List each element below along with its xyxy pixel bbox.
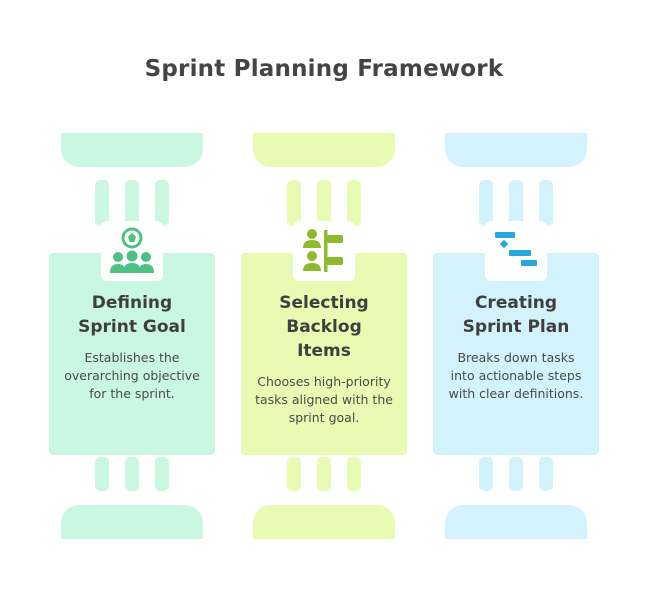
step-title: Selecting Backlog Items bbox=[279, 293, 369, 361]
framework-step-selecting-backlog-items: Selecting Backlog Items Chooses high-pri… bbox=[241, 0, 407, 612]
step-description: Chooses high-priority tasks aligned with… bbox=[255, 374, 393, 425]
step-description: Breaks down tasks into actionable steps … bbox=[448, 350, 584, 401]
gantt-chart-icon bbox=[485, 221, 547, 281]
column-pillar bbox=[539, 457, 553, 491]
column-pillar bbox=[125, 457, 139, 491]
column-pillar bbox=[287, 457, 301, 491]
column-pillar bbox=[347, 457, 361, 491]
column-pillar bbox=[347, 180, 361, 226]
column-pillar bbox=[539, 180, 553, 226]
column-pillar bbox=[95, 457, 109, 491]
step-card bbox=[241, 253, 407, 455]
column-bottom-cap bbox=[61, 505, 203, 539]
column-pillar bbox=[287, 180, 301, 226]
framework-step-defining-sprint-goal: Defining Sprint Goal Establishes the ove… bbox=[49, 0, 215, 612]
page-title: Sprint Planning Framework bbox=[144, 56, 504, 82]
column-top-cap bbox=[253, 133, 395, 167]
column-bottom-cap bbox=[445, 505, 587, 539]
column-pillar bbox=[125, 180, 139, 226]
step-card bbox=[49, 253, 215, 455]
column-pillar bbox=[509, 457, 523, 491]
column-pillar bbox=[155, 180, 169, 226]
column-pillar bbox=[317, 457, 331, 491]
framework-step-creating-sprint-plan: Creating Sprint Plan Breaks down tasks i… bbox=[433, 0, 599, 612]
step-description: Establishes the overarching objective fo… bbox=[64, 350, 200, 401]
column-bottom-cap bbox=[253, 505, 395, 539]
step-title: Defining Sprint Goal bbox=[78, 293, 186, 337]
column-pillar bbox=[509, 180, 523, 226]
step-title: Creating Sprint Plan bbox=[462, 293, 570, 337]
team-target-icon bbox=[101, 221, 163, 281]
column-pillar bbox=[317, 180, 331, 226]
users-checklist-icon bbox=[293, 221, 355, 281]
column-top-cap bbox=[61, 133, 203, 167]
column-top-cap bbox=[445, 133, 587, 167]
column-pillar bbox=[155, 457, 169, 491]
column-pillar bbox=[479, 457, 493, 491]
column-pillar bbox=[95, 180, 109, 226]
step-card bbox=[433, 253, 599, 455]
column-pillar bbox=[479, 180, 493, 226]
